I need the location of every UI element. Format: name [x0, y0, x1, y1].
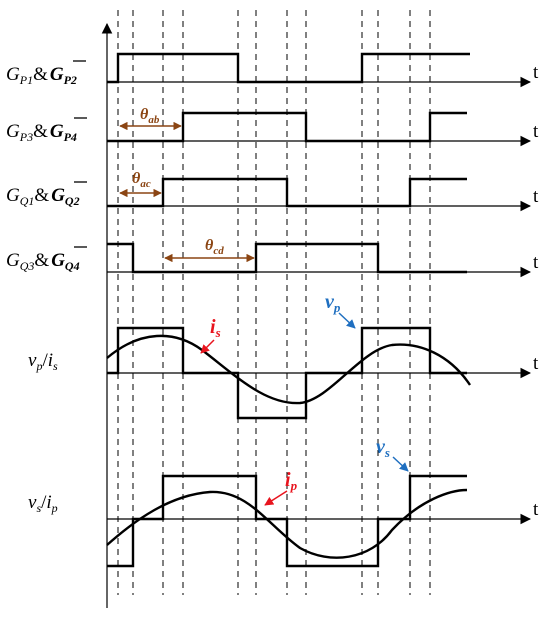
t-label-5: t: [533, 353, 539, 374]
time-markers: [117, 10, 431, 595]
gq1-waveform: [107, 177, 467, 208]
t-label-1: t: [533, 62, 539, 83]
t-label-6: t: [533, 499, 539, 520]
ip-waveform: [106, 488, 468, 559]
vp-is-label: vp/is: [28, 350, 58, 373]
gate-label-row-1: GP1&GP2: [6, 64, 77, 87]
gate-label-row-2: GP3&GP4: [6, 121, 77, 144]
theta-cd-label: θcd: [205, 237, 224, 257]
is-waveform: [106, 334, 471, 405]
is-annotation: is: [210, 316, 221, 340]
vs-annotation: vs: [376, 436, 390, 460]
is-pointer: [200, 339, 215, 354]
theta-ac-label: θac: [132, 170, 151, 190]
t-label-4: t: [533, 252, 539, 273]
vs-ip-label: vs/ip: [28, 492, 58, 515]
phase-shift-arrows: [119, 121, 255, 263]
gate-labels: GP1&GP2 GP3&GP4 GQ1&GQ2 GQ3&GQ4: [6, 60, 87, 273]
vp-waveform: [107, 326, 467, 420]
gq3-waveform: [107, 242, 467, 274]
ip-annotation: ip: [285, 469, 298, 493]
t-labels: t t t t t t: [533, 62, 539, 520]
gate-label-row-3: GQ1&GQ2: [6, 185, 80, 208]
theta-ab-label: θab: [140, 106, 160, 126]
vp-pointer: [338, 312, 356, 329]
time-axes: [107, 76, 532, 525]
t-label-3: t: [533, 186, 539, 207]
t-label-2: t: [533, 121, 539, 142]
ip-pointer: [264, 490, 288, 506]
gp1-waveform: [107, 52, 470, 84]
vp-annotation: vp: [325, 291, 341, 315]
vs-pointer: [392, 456, 409, 472]
gp3-waveform: [107, 111, 467, 143]
gate-label-row-4: GQ3&GQ4: [6, 250, 80, 273]
